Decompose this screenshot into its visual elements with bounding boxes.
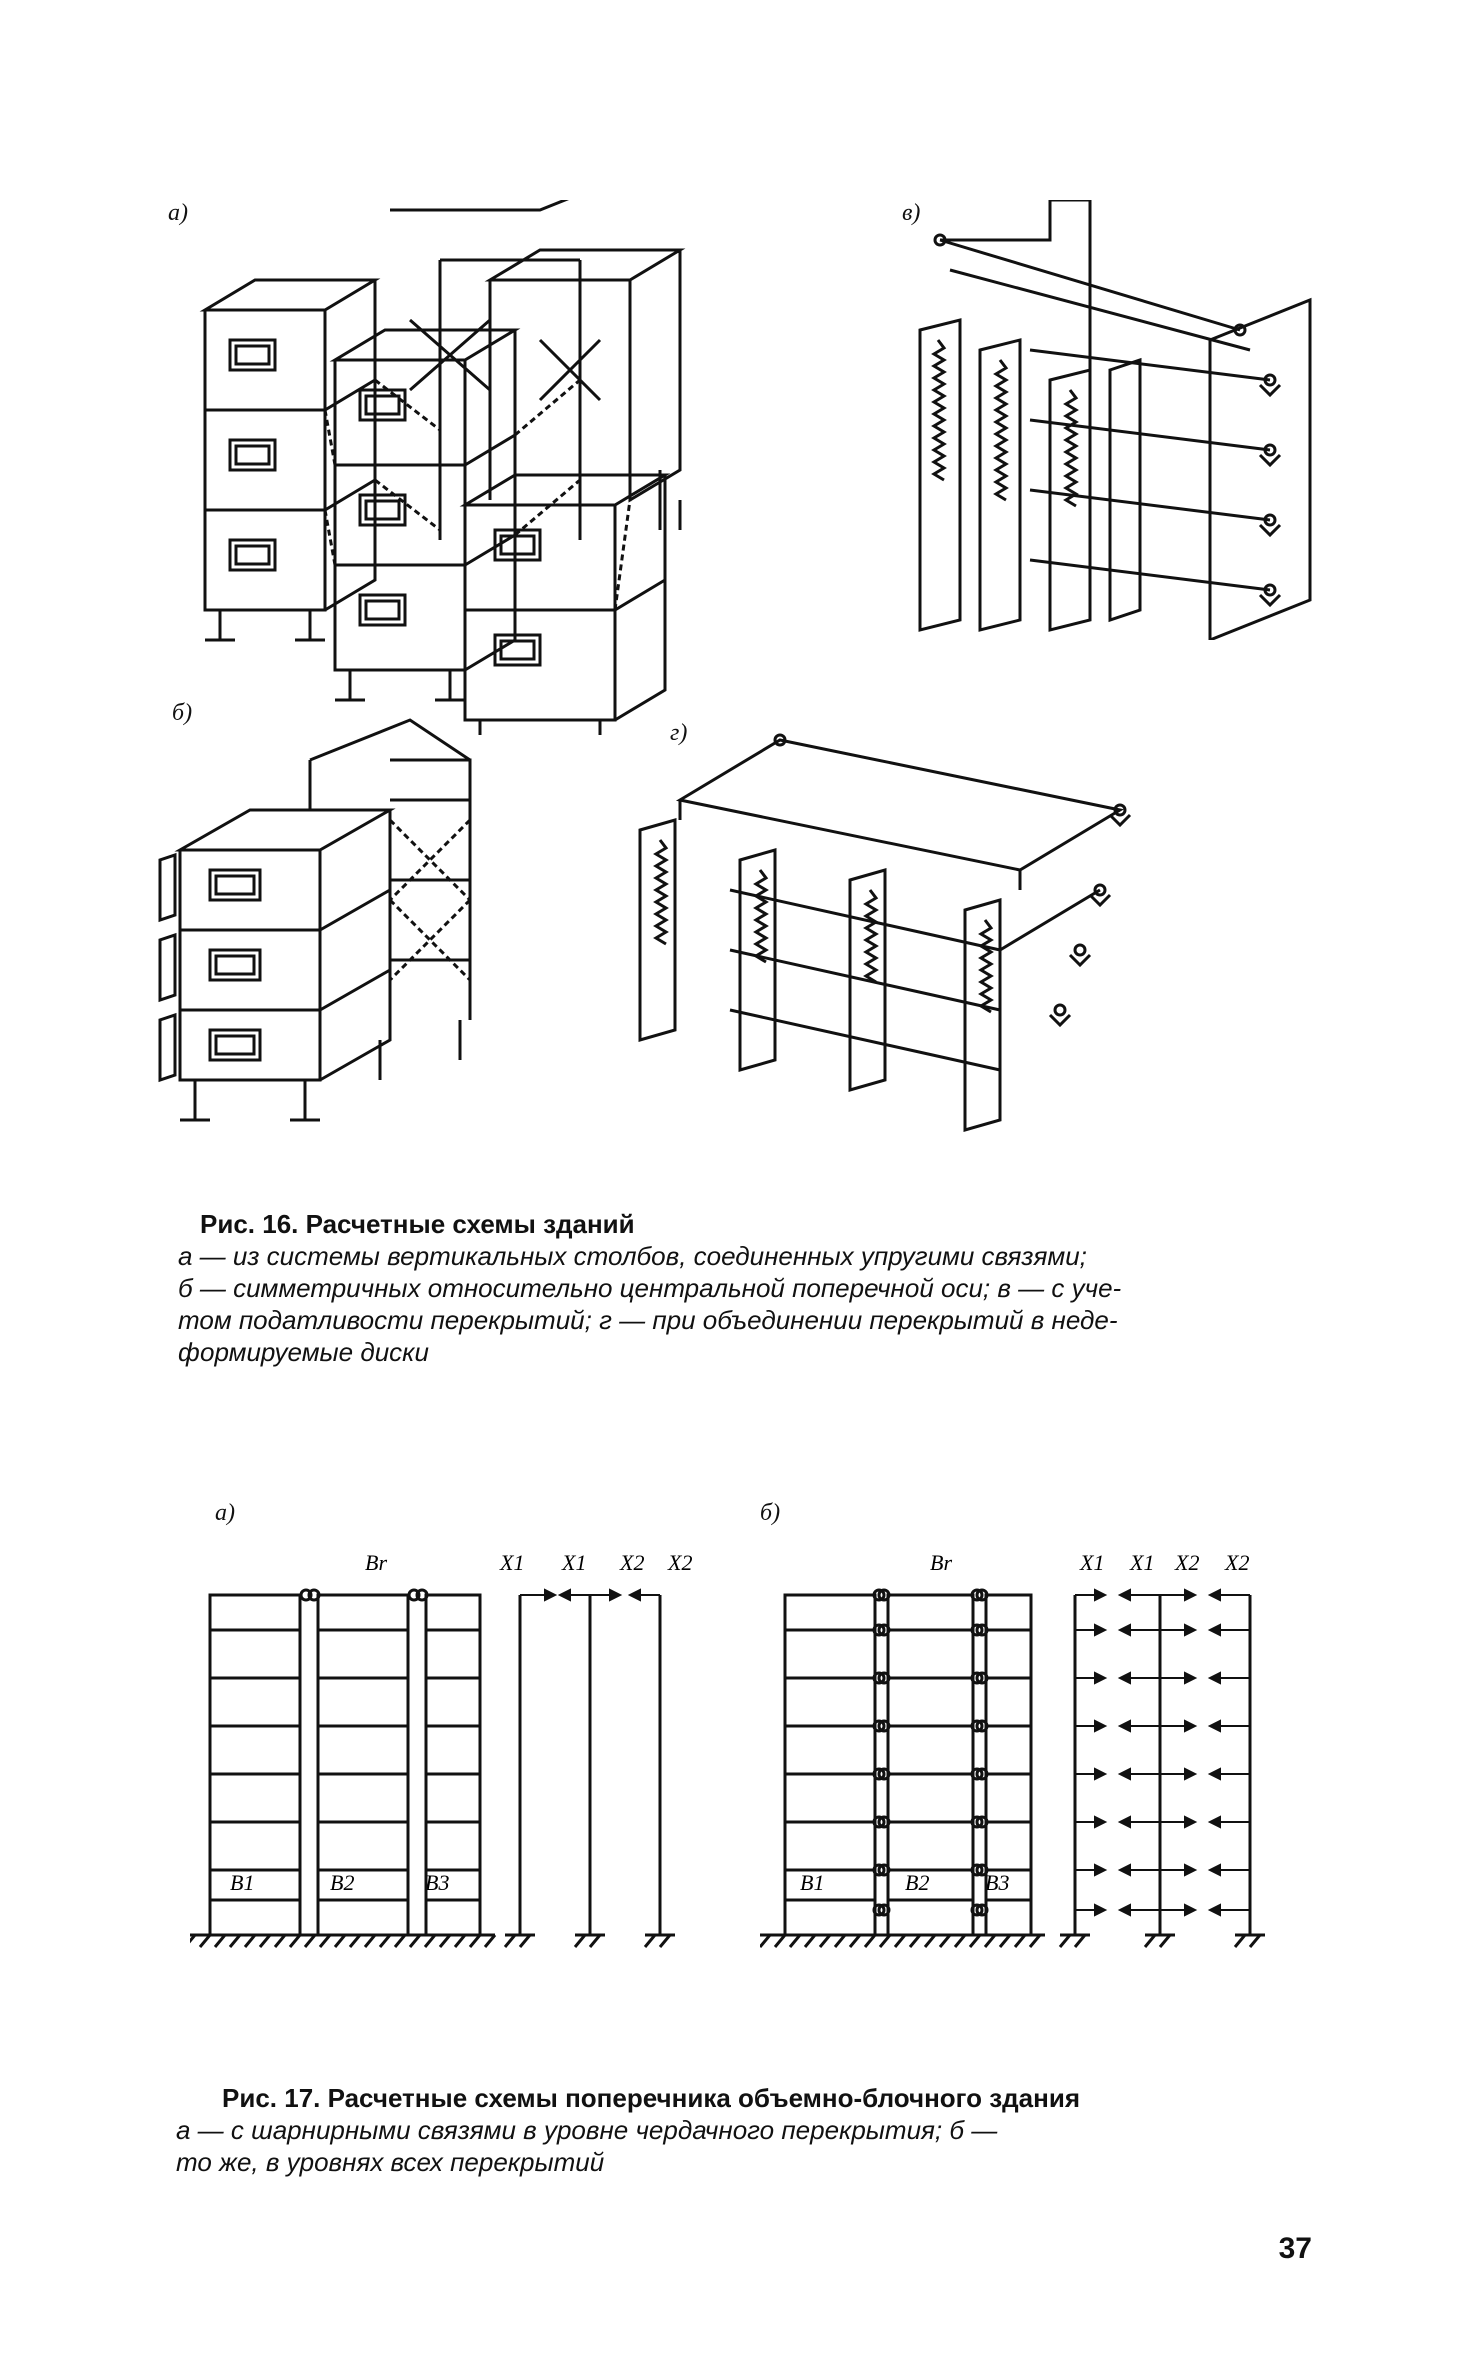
fig17-b-b1: В1 — [800, 1870, 824, 1895]
fig17-a-b3: В3 — [425, 1870, 449, 1895]
fig17-caption-line: то же, в уровнях всех перекрытий — [176, 2147, 605, 2177]
fig16-caption-line: а — из системы вертикальных столбов, сое… — [178, 1241, 1087, 1271]
fig16-caption-line: формируемые диски — [178, 1337, 429, 1367]
fig16-caption: Рис. 16. Расчетные схемы зданий а — из с… — [178, 1208, 1330, 1368]
fig16-caption-line: б — симметричных относительно центрально… — [178, 1273, 1122, 1303]
fig16-panel-v: в) — [880, 198, 1380, 643]
fig17-panel-b: б) Вr X1 X1 X2 X2 В1 В2 В3 — [758, 1500, 1290, 1980]
fig16-caption-line: том податливости перекрытий; г — при объ… — [178, 1305, 1118, 1335]
fig17-a-x2: X2 — [619, 1550, 644, 1575]
fig17-panel-a: а) Вr X1 X1 X2 X2 В1 В2 В3 — [183, 1500, 720, 1980]
page-number: 37 — [1278, 2232, 1312, 2265]
fig16-b-drawing — [158, 718, 472, 1122]
fig17-caption: Рис. 17. Расчетные схемы поперечника объ… — [176, 2082, 1322, 2178]
fig17-label-a: а) — [215, 1500, 235, 1526]
fig17-a-x1: X1 — [499, 1550, 524, 1575]
fig17-b-x2b: X2 — [1224, 1550, 1249, 1575]
fig16-label-b: б) — [172, 700, 193, 726]
fig16-panel-b: б) — [150, 700, 510, 1150]
fig16-g-drawing — [638, 733, 1132, 1132]
fig17-b-br: Вr — [930, 1550, 952, 1575]
fig16-panel-g: г) — [620, 700, 1140, 1140]
fig17-a-br: Вr — [365, 1550, 387, 1575]
fig16-a-drawing — [199, 188, 686, 735]
fig17-label-b: б) — [760, 1500, 781, 1526]
fig17-a-x1b: X1 — [561, 1550, 586, 1575]
fig16-panel-a: а) — [160, 188, 810, 740]
fig17-b-x1: X1 — [1079, 1550, 1104, 1575]
fig17-a-drawing: Вr X1 X1 X2 X2 В1 В2 В3 — [183, 1550, 692, 1948]
fig16-label-v: в) — [902, 200, 921, 226]
fig16-label-a: а) — [168, 200, 188, 226]
fig17-b-x1b: X1 — [1129, 1550, 1154, 1575]
fig17-a-b1: В1 — [230, 1870, 254, 1895]
fig17-a-b2: В2 — [330, 1870, 354, 1895]
fig17-b-b2: В2 — [905, 1870, 929, 1895]
fig17-caption-line: а — с шарнирными связями в уровне чердач… — [176, 2115, 998, 2145]
fig16-caption-title: Рис. 16. Расчетные схемы зданий — [200, 1209, 635, 1239]
fig16-label-g: г) — [670, 720, 688, 746]
fig16-v-drawing — [918, 198, 1312, 643]
fig17-b-x2: X2 — [1174, 1550, 1199, 1575]
fig17-caption-title: Рис. 17. Расчетные схемы поперечника объ… — [222, 2083, 1080, 2113]
fig17-a-x2b: X2 — [667, 1550, 692, 1575]
fig17-b-b3: В3 — [985, 1870, 1009, 1895]
fig17-b-drawing: Вr X1 X1 X2 X2 В1 В2 В3 — [758, 1550, 1265, 1948]
